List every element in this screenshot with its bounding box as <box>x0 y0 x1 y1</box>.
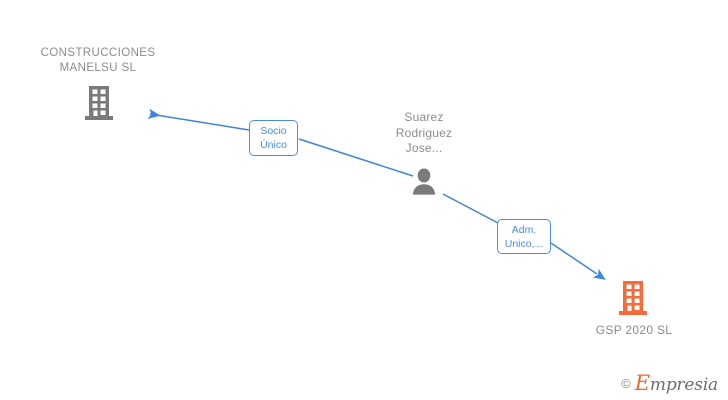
edge-segment-person-to-socio-label <box>298 138 414 177</box>
edge-label-socio-unico[interactable]: Socio Único <box>249 120 298 156</box>
empresia-logo-rest: mpresia <box>649 375 718 395</box>
node-label-construcciones-manelsu: CONSTRUCCIONES MANELSU SL <box>40 47 156 74</box>
node-label-suarez-rodriguez-jose: Suarez Rodriguez Jose... <box>395 110 453 155</box>
empresia-logo: Empresia <box>635 373 718 394</box>
empresia-watermark: © Empresia <box>621 373 718 394</box>
edge-label-adm-unico[interactable]: Adm. Unico,... <box>497 219 551 254</box>
node-label-gsp-2020: GSP 2020 SL <box>595 323 673 337</box>
edge-segment-person-to-adm-label <box>442 193 499 224</box>
edge-segment-socio-label-to-construcciones <box>147 108 250 131</box>
building-icon[interactable] <box>618 280 648 316</box>
empresia-logo-initial: E <box>634 371 650 395</box>
building-icon[interactable] <box>84 85 114 121</box>
copyright-icon: © <box>621 376 631 391</box>
edge-segment-adm-label-to-gsp <box>550 242 606 280</box>
person-icon[interactable] <box>410 168 438 196</box>
